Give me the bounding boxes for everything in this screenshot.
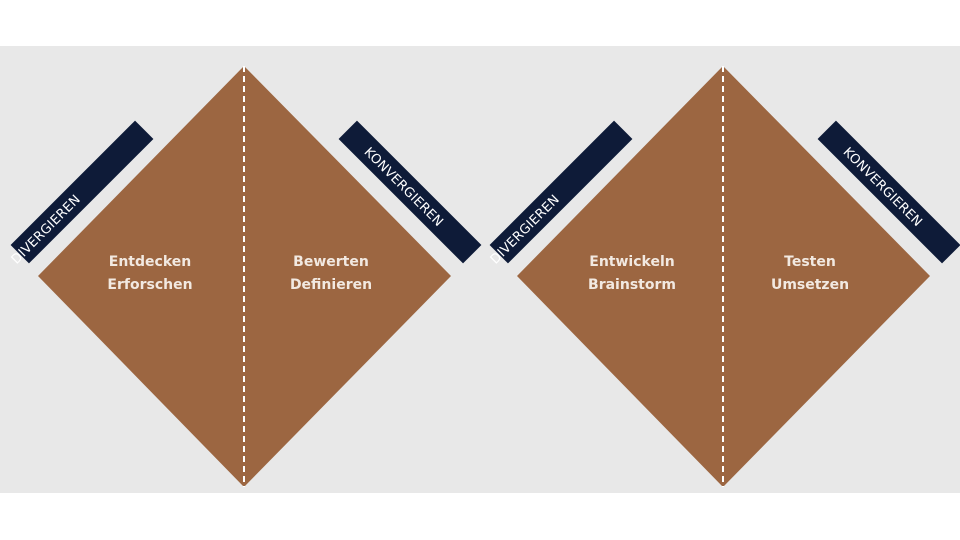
phase-text: Definieren <box>290 277 372 293</box>
label-bar <box>489 120 633 264</box>
label-bar <box>10 120 154 264</box>
phase-text: Erforschen <box>107 277 192 293</box>
label-bar <box>338 120 482 264</box>
label-bar <box>817 120 960 264</box>
phase-text: Testen <box>784 254 836 270</box>
phase-text: Umsetzen <box>771 277 849 293</box>
phase-text: Entdecken <box>109 254 191 270</box>
phase-text: Entwickeln <box>589 254 674 270</box>
phase-text: Bewerten <box>293 254 369 270</box>
phase-text: Brainstorm <box>588 277 676 293</box>
